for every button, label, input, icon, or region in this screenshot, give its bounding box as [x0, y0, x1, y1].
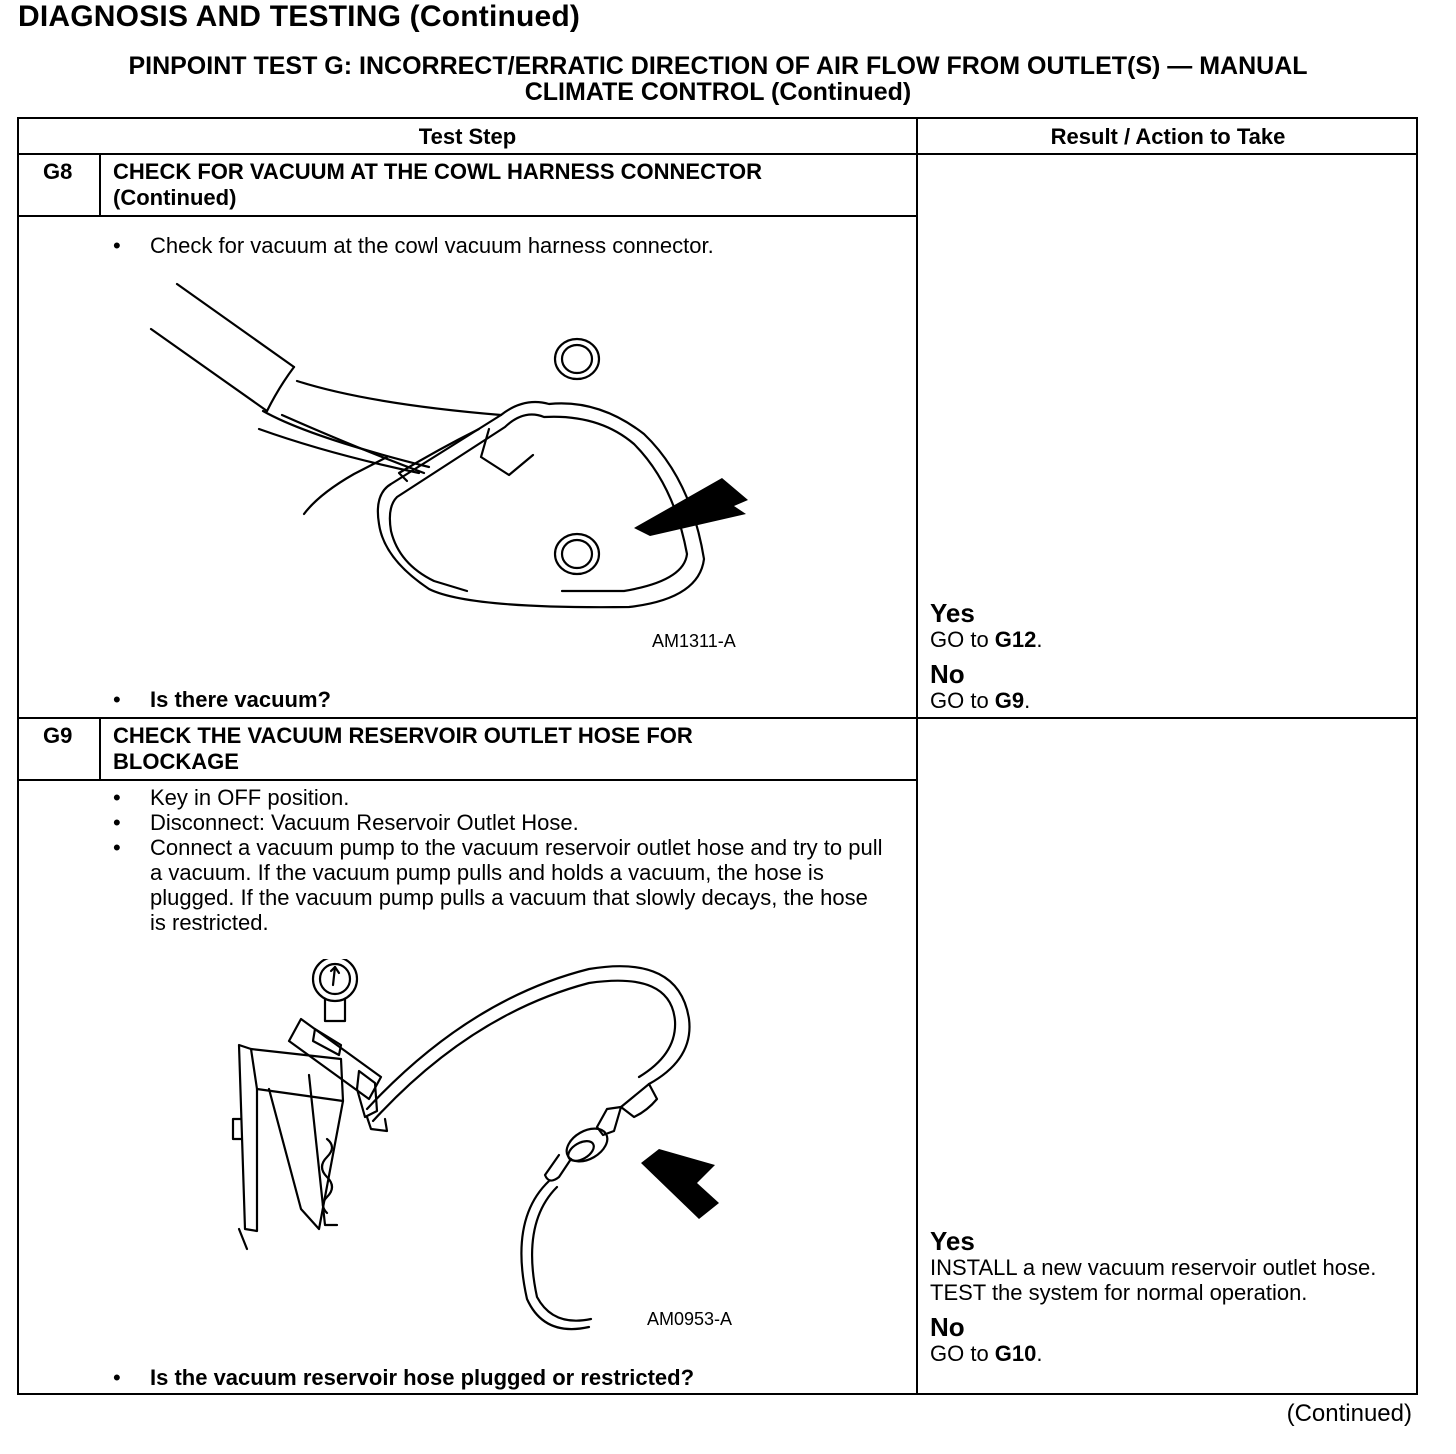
yes-label: Yes [930, 598, 975, 628]
g8-figure-code: AM1311-A [652, 631, 736, 651]
step-divider [19, 717, 1418, 719]
go-to-text: GO to [930, 1341, 995, 1366]
vacuum-pump-illustration [231, 959, 719, 1331]
g9-title-divider [19, 779, 917, 781]
list-item: Connect a vacuum pump to the vacuum rese… [113, 835, 883, 935]
step-title-g9-line2: BLOCKAGE [113, 749, 239, 774]
g9-yes-action: INSTALL a new vacuum reservoir outlet ho… [930, 1255, 1377, 1305]
continued-footer: (Continued) [1286, 1400, 1412, 1427]
list-item: Disconnect: Vacuum Reservoir Outlet Hose… [113, 810, 883, 835]
g8-no-action: GO to G9. [930, 688, 1400, 713]
step-title-g9: CHECK THE VACUUM RESERVOIR OUTLET HOSE F… [113, 723, 693, 775]
pinpoint-test-title: PINPOINT TEST G: INCORRECT/ERRATIC DIREC… [18, 53, 1418, 105]
cowl-harness-connector-illustration [149, 282, 706, 609]
page-title: DIAGNOSIS AND TESTING (Continued) [18, 0, 581, 33]
g8-question: Is there vacuum? [113, 687, 331, 713]
list-item: Check for vacuum at the cowl vacuum harn… [113, 233, 893, 258]
g9-figure-code: AM0953-A [647, 1309, 733, 1329]
g8-result: Yes GO to G12. No GO to G9. [930, 599, 1400, 713]
step-title-g9-line1: CHECK THE VACUUM RESERVOIR OUTLET HOSE F… [113, 723, 693, 748]
step-title-g8-line1: CHECK FOR VACUUM AT THE COWL HARNESS CON… [113, 159, 762, 184]
test-title-line1: PINPOINT TEST G: INCORRECT/ERRATIC DIREC… [128, 52, 1308, 80]
header-test-step: Test Step [418, 124, 517, 149]
period: . [1036, 627, 1043, 652]
pointer-arrow-icon [634, 478, 748, 536]
g8-yes-action: GO to G12. [930, 627, 1400, 652]
step-id-g8: G8 [43, 159, 73, 184]
step-title-g8-line2: (Continued) [113, 185, 237, 210]
g9-id-divider [99, 718, 101, 781]
no-label: No [930, 659, 965, 689]
step-id-g9: G9 [43, 723, 73, 748]
g9-question: Is the vacuum reservoir hose plugged or … [113, 1365, 694, 1391]
go-to-link-g12[interactable]: G12 [994, 627, 1037, 652]
pinpoint-test-table: Test Step Result / Action to Take G8 CHE… [17, 117, 1418, 1395]
go-to-text: GO to [930, 627, 995, 652]
test-title-line2: CLIMATE CONTROL (Continued) [524, 78, 912, 106]
header-result: Result / Action to Take [1050, 124, 1286, 149]
g9-no-action: GO to G10. [930, 1341, 1400, 1366]
list-item: Key in OFF position. [113, 785, 883, 810]
g8-title-divider [19, 215, 917, 217]
go-to-link-g9[interactable]: G9 [994, 688, 1025, 713]
g8-bullet-list: Check for vacuum at the cowl vacuum harn… [113, 233, 893, 258]
yes-label: Yes [930, 1226, 975, 1256]
column-divider [916, 119, 918, 1395]
go-to-text: GO to [930, 688, 995, 713]
g8-id-divider [99, 154, 101, 217]
period: . [1024, 688, 1031, 713]
g9-result: Yes INSTALL a new vacuum reservoir outle… [930, 1227, 1400, 1366]
header-divider [19, 153, 1418, 155]
step-title-g8: CHECK FOR VACUUM AT THE COWL HARNESS CON… [113, 159, 762, 211]
g9-bullet-list: Key in OFF position. Disconnect: Vacuum … [113, 785, 883, 935]
go-to-link-g10[interactable]: G10 [994, 1341, 1037, 1366]
period: . [1036, 1341, 1043, 1366]
no-label: No [930, 1312, 965, 1342]
